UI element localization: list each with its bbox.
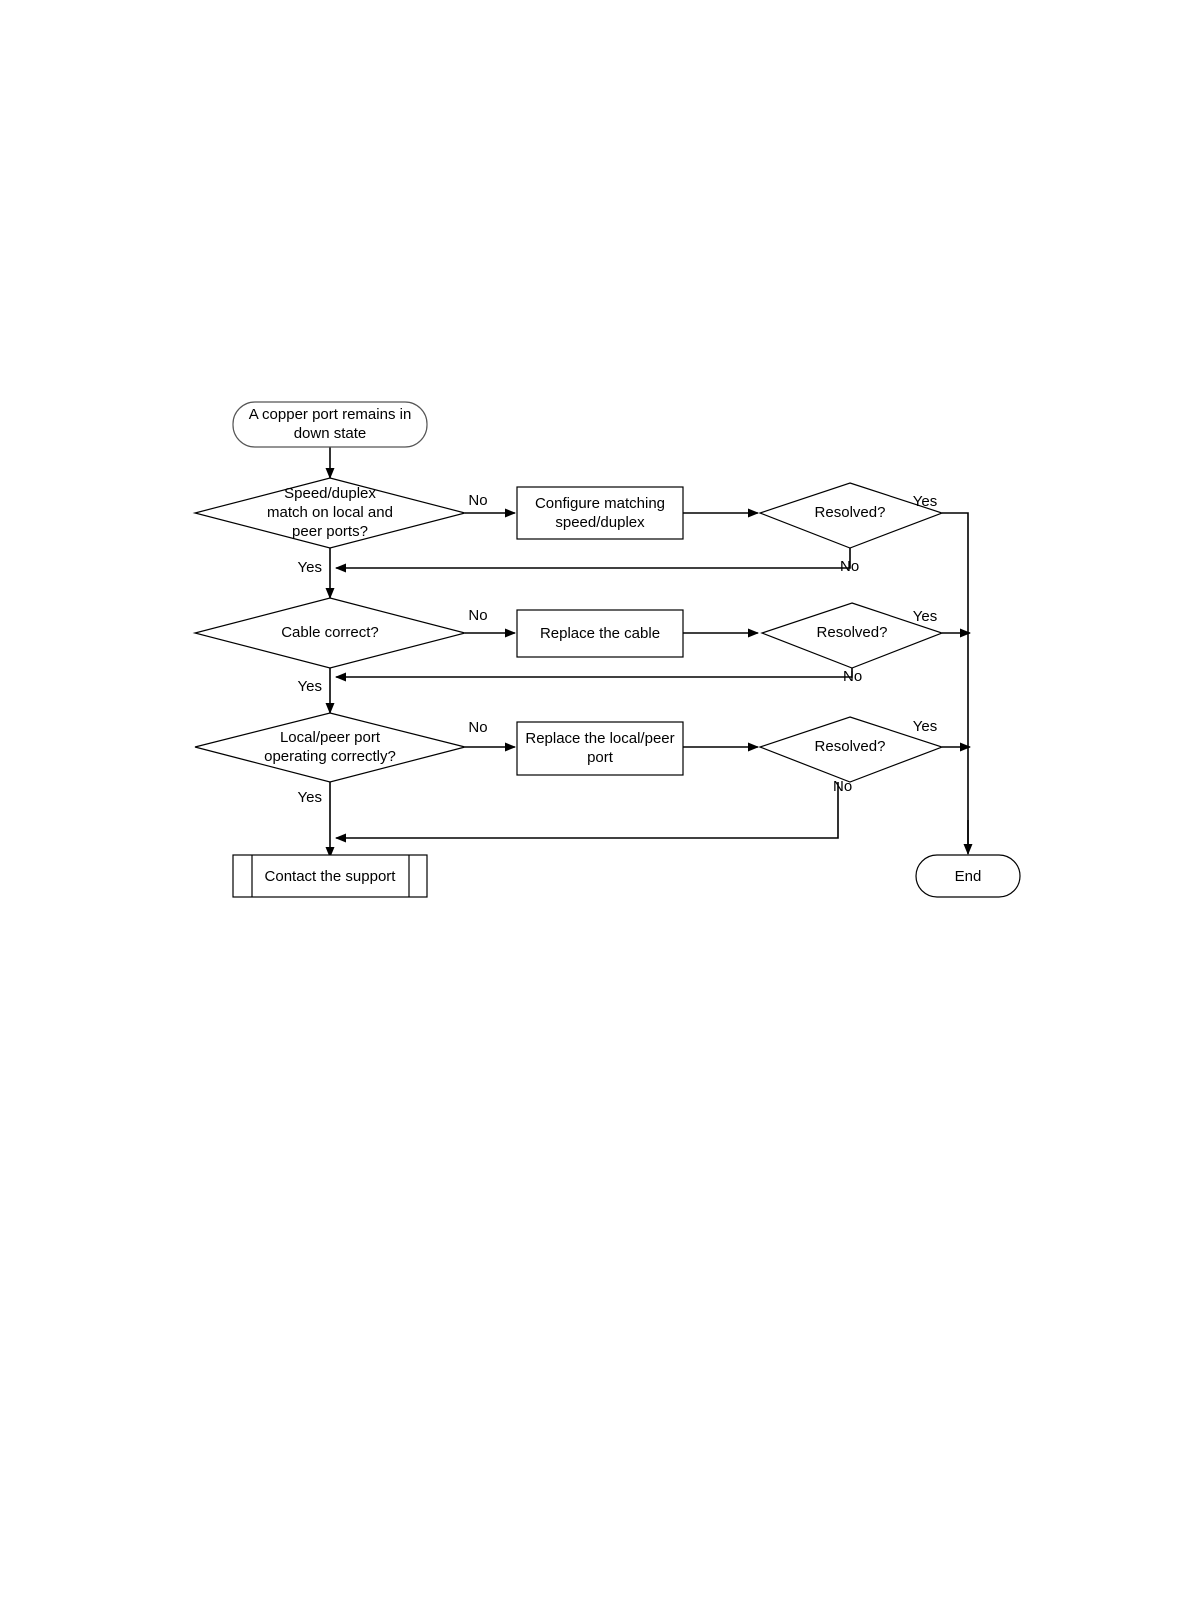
resolved3-diamond-shape	[758, 716, 944, 783]
action1-label-line2: speed/duplex	[555, 514, 645, 531]
edge-label-decision2-yes: Yes	[298, 678, 322, 695]
decision1-diamond-shape	[192, 477, 468, 549]
edge-label-decision2-no: No	[468, 607, 487, 624]
edge-label-decision1-no: No	[468, 492, 487, 509]
edge-label-resolved3-no: No	[833, 778, 852, 795]
decision2-diamond-shape	[192, 597, 468, 669]
resolved1-diamond-shape	[758, 482, 944, 549]
decision2-label: Cable correct?	[281, 624, 379, 641]
node-end: End	[915, 854, 1021, 898]
node-decision-resolved-2: Resolved?	[760, 602, 944, 669]
node-decision-speed-duplex: Speed/duplex match on local and peer por…	[192, 477, 468, 549]
edge-label-decision1-yes: Yes	[298, 559, 322, 576]
node-decision-resolved-3: Resolved?	[758, 716, 944, 783]
start-label-line1: A copper port remains in	[249, 406, 412, 423]
resolved2-diamond-shape	[760, 602, 944, 669]
decision3-diamond-shape	[194, 712, 466, 783]
start-label-line2: down state	[294, 425, 367, 442]
edge-resolved3-no-feedback	[335, 782, 839, 843]
action3-process-shape	[516, 721, 684, 776]
edge-label-resolved3-yes: Yes	[913, 718, 937, 735]
edge-label-resolved2-no: No	[843, 668, 862, 685]
node-decision-resolved-1: Resolved?	[758, 482, 944, 549]
decision3-label-line1: Local/peer port	[280, 729, 381, 746]
decision1-label-line1: Speed/duplex	[284, 485, 376, 502]
node-action-configure-speed-duplex: Configure matching speed/duplex	[516, 486, 684, 540]
resolved2-label: Resolved?	[817, 624, 888, 641]
node-decision-cable-correct: Cable correct?	[192, 597, 468, 669]
node-action-replace-cable: Replace the cable	[516, 609, 684, 658]
decision1-label-line2: match on local and	[267, 504, 393, 521]
node-action-replace-port: Replace the local/peer port	[516, 721, 684, 776]
action3-label-line2: port	[587, 749, 614, 766]
end-label: End	[955, 868, 982, 885]
edge-label-resolved2-yes: Yes	[913, 608, 937, 625]
action2-label: Replace the cable	[540, 625, 660, 642]
edge-resolved2-no-feedback	[335, 668, 853, 682]
edge-label-resolved1-no: No	[840, 558, 859, 575]
node-start: A copper port remains in down state	[232, 401, 428, 448]
edge-label-decision3-no: No	[468, 719, 487, 736]
start-terminator-shape	[232, 401, 428, 448]
edge-resolved1-yes-to-rail	[942, 512, 969, 852]
support-predefined-process-shape	[232, 854, 428, 898]
action2-process-shape	[516, 609, 684, 658]
node-contact-support: Contact the support	[232, 854, 428, 898]
support-label: Contact the support	[265, 868, 397, 885]
edge-label-resolved1-yes: Yes	[913, 493, 937, 510]
action1-label-line1: Configure matching	[535, 495, 665, 512]
action3-label-line1: Replace the local/peer	[525, 730, 674, 747]
action1-process-shape	[516, 486, 684, 540]
edge-resolved1-no-feedback	[335, 548, 851, 573]
edge-label-decision3-yes: Yes	[298, 789, 322, 806]
end-terminator-shape	[915, 854, 1021, 898]
node-decision-port-operating: Local/peer port operating correctly?	[194, 712, 466, 783]
decision3-label-line2: operating correctly?	[264, 748, 396, 765]
resolved1-label: Resolved?	[815, 504, 886, 521]
resolved3-label: Resolved?	[815, 738, 886, 755]
decision1-label-line3: peer ports?	[292, 523, 368, 540]
